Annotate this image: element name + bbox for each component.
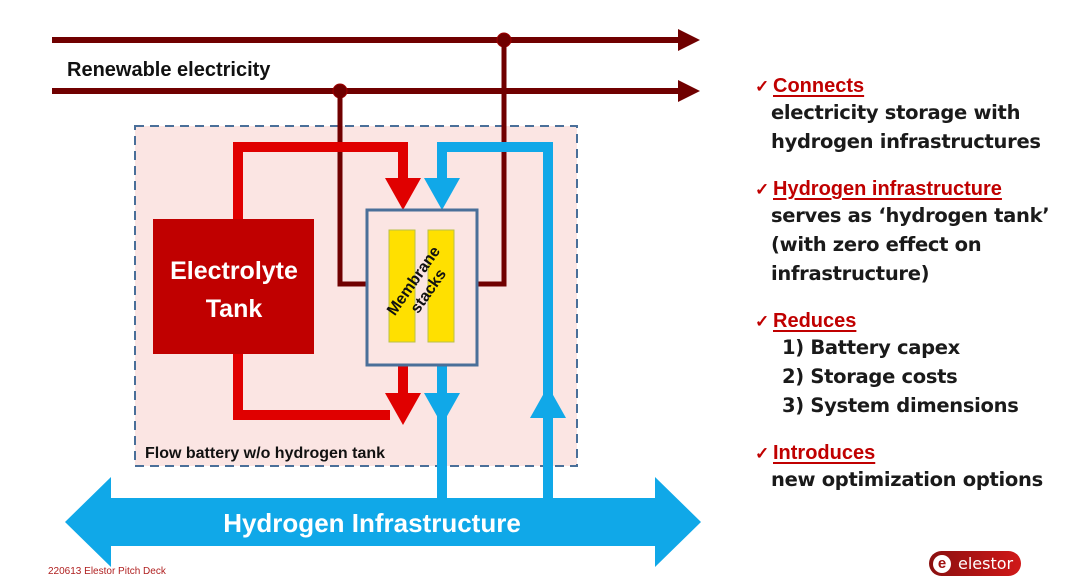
renewable-electricity-label: Renewable electricity [67,59,271,81]
benefit-line: serves as ‘hydrogen tank’ [771,204,1050,227]
hydrogen-infrastructure-label: Hydrogen Infrastructure [223,508,521,538]
hydrogen-intake-arrowhead [530,386,566,418]
hydrogen-return-arrowhead [424,393,460,425]
check-icon: ✓ [755,312,770,331]
elestor-logo-text: elestor [958,554,1014,573]
benefit-hydrogen-infrastructure: ✓Hydrogen infrastructure serves as ‘hydr… [755,178,1065,288]
check-icon: ✓ [755,444,770,463]
flow-battery-boundary-label: Flow battery w/o hydrogen tank [145,445,385,462]
electrolyte-return-pipe [233,353,390,420]
footer-text: 220613 Elestor Pitch Deck [48,566,166,577]
benefit-line: electricity storage with [771,101,1021,124]
tank-label-line2: Tank [206,295,263,323]
elestor-logo-icon: e [933,554,951,573]
benefit-line: hydrogen infrastructures [771,130,1041,153]
electricity-arrowhead-top [678,29,700,51]
check-icon: ✓ [755,77,770,96]
benefit-connects: ✓Connects electricity storage with hydro… [755,75,1065,156]
benefit-introduces: ✓Introduces new optimization options [755,442,1065,494]
benefit-line: infrastructure) [771,262,930,285]
benefit-line: 3) System dimensions [782,394,1019,417]
benefit-line: 2) Storage costs [782,365,958,388]
benefit-heading: Hydrogen infrastructure [773,178,1002,200]
connector-wire-right [477,40,507,287]
benefit-line: new optimization options [771,468,1043,491]
membrane-plate-2 [427,229,455,343]
tank-label-line1: Electrolyte [170,257,298,285]
electrolyte-flow [233,142,421,425]
hydrogen-supply-pipe [437,142,553,505]
electrolyte-return-arrowhead [385,393,421,425]
check-icon: ✓ [755,180,770,199]
benefit-line: 1) Battery capex [782,336,960,359]
electricity-arrowhead-bottom [678,80,700,102]
benefit-reduces: ✓Reduces 1) Battery capex 2) Storage cos… [755,310,1065,420]
electrolyte-supply-arrowhead [385,178,421,210]
membrane-plate-1 [388,229,416,343]
benefit-heading: Introduces [773,442,876,464]
electrolyte-tank [153,219,314,354]
connector-wire-left [337,91,368,287]
hydrogen-supply-arrowhead [424,178,460,210]
electricity-lines [52,29,700,287]
membrane-stack-housing [365,208,479,367]
benefit-line: (with zero effect on [771,233,982,256]
flow-battery-diagram: Renewable electricity Electrolyte Tank M… [52,29,701,567]
hydrogen-infrastructure-arrow [65,477,701,567]
benefits-list: ✓Connects electricity storage with hydro… [755,75,1065,516]
benefit-heading: Connects [773,75,865,97]
hydrogen-flow [424,142,566,505]
electrolyte-supply-pipe [233,142,408,220]
elestor-logo: e elestor [929,551,1021,576]
benefit-heading: Reduces [773,310,857,332]
